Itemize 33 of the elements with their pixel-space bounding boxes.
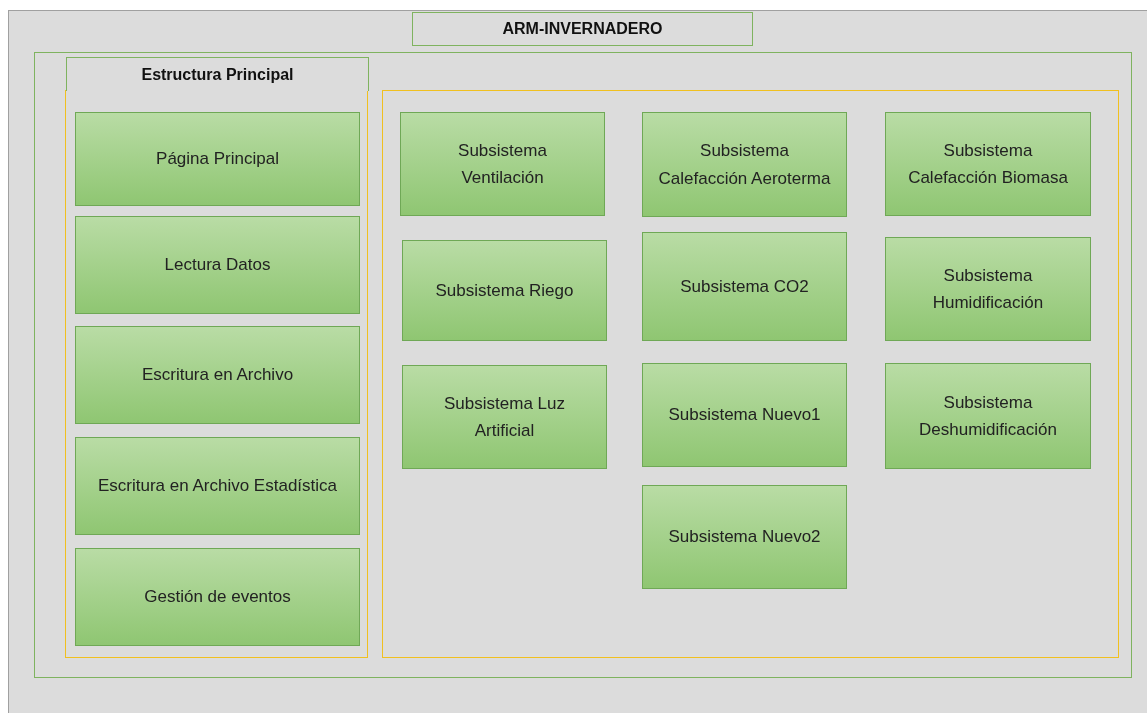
module-box — [885, 363, 1091, 469]
module-label: Subsistema Deshumidificación — [918, 391, 1058, 441]
module-box — [402, 240, 607, 341]
module-box — [75, 548, 360, 646]
module-box — [642, 363, 847, 467]
module-label: Escritura en Archivo — [141, 364, 294, 387]
module-box — [75, 216, 360, 314]
module-label: Subsistema Ventilación — [457, 139, 548, 189]
module-box — [402, 365, 607, 469]
module-box — [75, 326, 360, 424]
group-heading: Estructura Principal — [66, 57, 369, 91]
module-box — [75, 112, 360, 206]
module-label: Escritura en Archivo Estadística — [97, 475, 337, 498]
module-label: Subsistema Calefacción Biomasa — [907, 139, 1069, 189]
module-box — [885, 237, 1091, 341]
module-box — [400, 112, 605, 216]
module-label: Gestión de eventos — [144, 586, 291, 609]
module-label: Subsistema Calefacción Aeroterma — [657, 140, 832, 190]
module-label: Subsistema Nuevo1 — [668, 404, 821, 427]
group-box — [382, 90, 1119, 658]
module-label: Subsistema Luz Artificial — [443, 392, 566, 442]
module-box — [642, 485, 847, 589]
module-box — [75, 437, 360, 535]
module-label: Subsistema Humidificación — [931, 264, 1045, 314]
module-label: Lectura Datos — [164, 254, 271, 277]
module-label: Subsistema Riego — [435, 279, 574, 302]
module-box — [642, 232, 847, 341]
module-box — [885, 112, 1091, 216]
module-label: Subsistema CO2 — [680, 275, 809, 298]
panel-heading: ARM-INVERNADERO — [412, 12, 753, 46]
module-label: Página Principal — [156, 148, 279, 171]
module-box — [642, 112, 847, 217]
module-label: Subsistema Nuevo2 — [668, 526, 821, 549]
